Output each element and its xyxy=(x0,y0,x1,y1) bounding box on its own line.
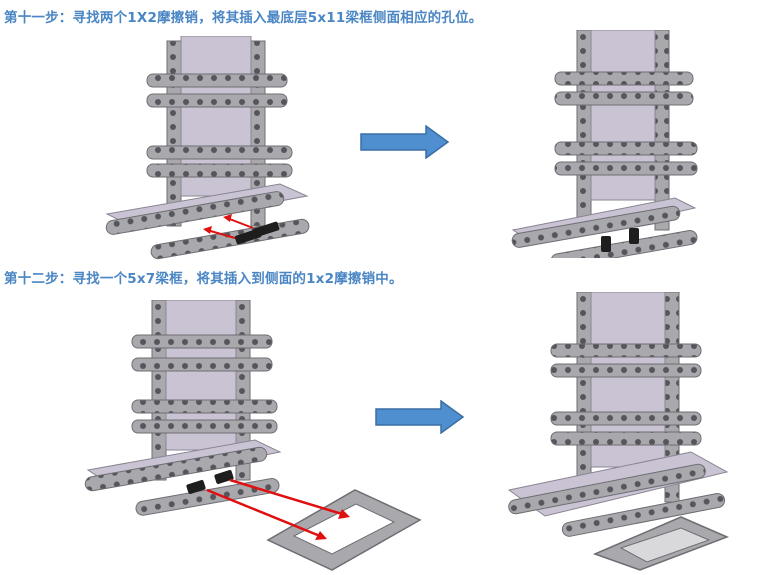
step-11-after-illustration xyxy=(505,30,700,258)
step-12-right-arrow-icon xyxy=(375,400,465,434)
step-11-title: 第十一步：寻找两个1X2摩擦销，将其插入最底层5x11梁框侧面相应的孔位。 xyxy=(4,10,483,26)
step-12-title: 第十二步：寻找一个5x7梁框，将其插入到侧面的1x2摩擦销中。 xyxy=(4,271,403,287)
step-11-right-arrow-icon xyxy=(360,125,450,159)
step-12-before-illustration xyxy=(80,300,425,572)
step-12-after-illustration xyxy=(505,292,730,572)
step-11-before-illustration xyxy=(95,36,325,261)
